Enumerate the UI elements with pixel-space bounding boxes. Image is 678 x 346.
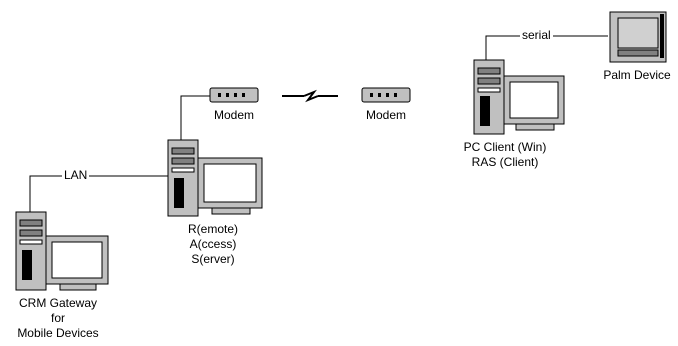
pc-client-label-line-2: RAS (Client) [471, 155, 539, 169]
gateway-label-line-2: for [50, 311, 65, 325]
pc-client-label-line-1: PC Client (Win) [463, 140, 547, 154]
serial-label: serial [520, 28, 553, 43]
modem-right-label: Modem [365, 108, 406, 122]
modem-left-icon [209, 87, 259, 103]
dialup-link-icon [282, 89, 338, 103]
serial-link [485, 35, 608, 60]
pc-client-icon [473, 59, 565, 135]
ras-label-line-2: A(ccess) [189, 237, 237, 251]
ras-server-icon [167, 139, 263, 217]
gateway-label: CRM Gateway for Mobile Devices [4, 296, 112, 341]
ras-label: R(emote) A(ccess) S(erver) [168, 222, 258, 267]
palm-device-icon [609, 11, 667, 63]
connection-lines [29, 35, 608, 212]
gateway-label-line-3: Mobile Devices [17, 326, 99, 340]
ras-label-line-1: R(emote) [187, 222, 238, 236]
ras-label-line-3: S(erver) [191, 252, 235, 266]
pc-client-label: PC Client (Win) RAS (Client) [450, 140, 560, 170]
modem-right-icon [361, 87, 411, 103]
modem-left-label: Modem [213, 108, 254, 122]
lan-link [29, 175, 168, 212]
lan-label: LAN [62, 168, 90, 183]
gateway-computer-icon [15, 211, 109, 291]
gateway-label-line-1: CRM Gateway [18, 296, 98, 310]
ras-modem-link [180, 95, 210, 140]
palm-device-label: Palm Device [603, 68, 671, 82]
